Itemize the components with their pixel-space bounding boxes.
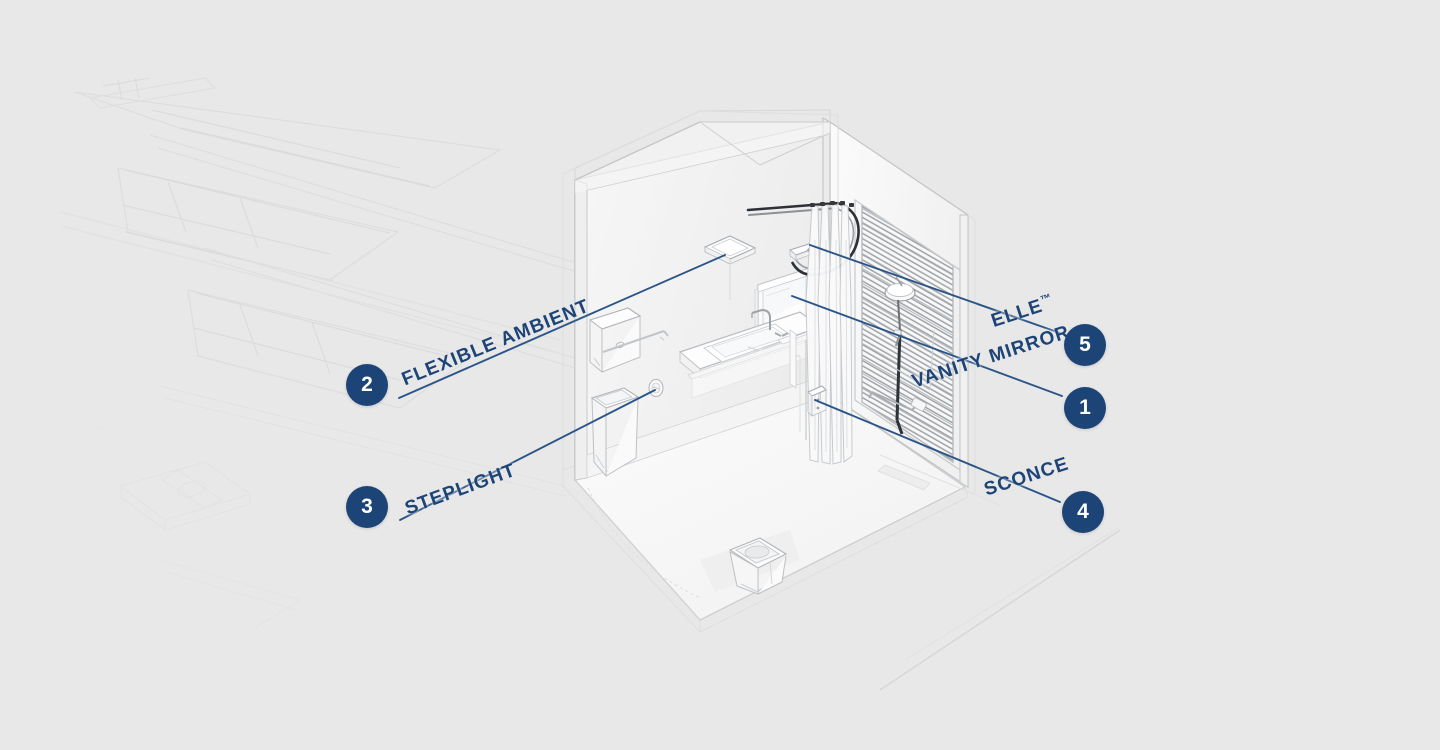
leader-line-1 bbox=[791, 295, 1063, 397]
wall-dispenser bbox=[588, 307, 669, 374]
callout-leader-lines bbox=[398, 244, 1063, 521]
leader-line-2 bbox=[398, 254, 726, 399]
shower-wall-sconce bbox=[789, 329, 827, 440]
shower-fixtures bbox=[868, 276, 935, 435]
elle-curtain-track bbox=[746, 201, 860, 465]
leader-line-5 bbox=[809, 244, 1061, 334]
callout-badge-1[interactable]: 1 bbox=[1064, 387, 1106, 429]
callout-badge-3[interactable]: 3 bbox=[346, 486, 388, 528]
steplight-fixture bbox=[648, 378, 664, 398]
callout-badge-2[interactable]: 2 bbox=[346, 364, 388, 406]
callout-badge-5[interactable]: 5 bbox=[1064, 324, 1106, 366]
toilet bbox=[728, 537, 788, 595]
leader-line-4 bbox=[814, 399, 1061, 503]
callout-badge-4[interactable]: 4 bbox=[1062, 491, 1104, 533]
leader-line-3 bbox=[399, 389, 656, 521]
module-outline-ghost bbox=[562, 110, 976, 492]
vanity-counter-and-sink bbox=[678, 308, 822, 399]
waste-bin bbox=[590, 387, 640, 478]
